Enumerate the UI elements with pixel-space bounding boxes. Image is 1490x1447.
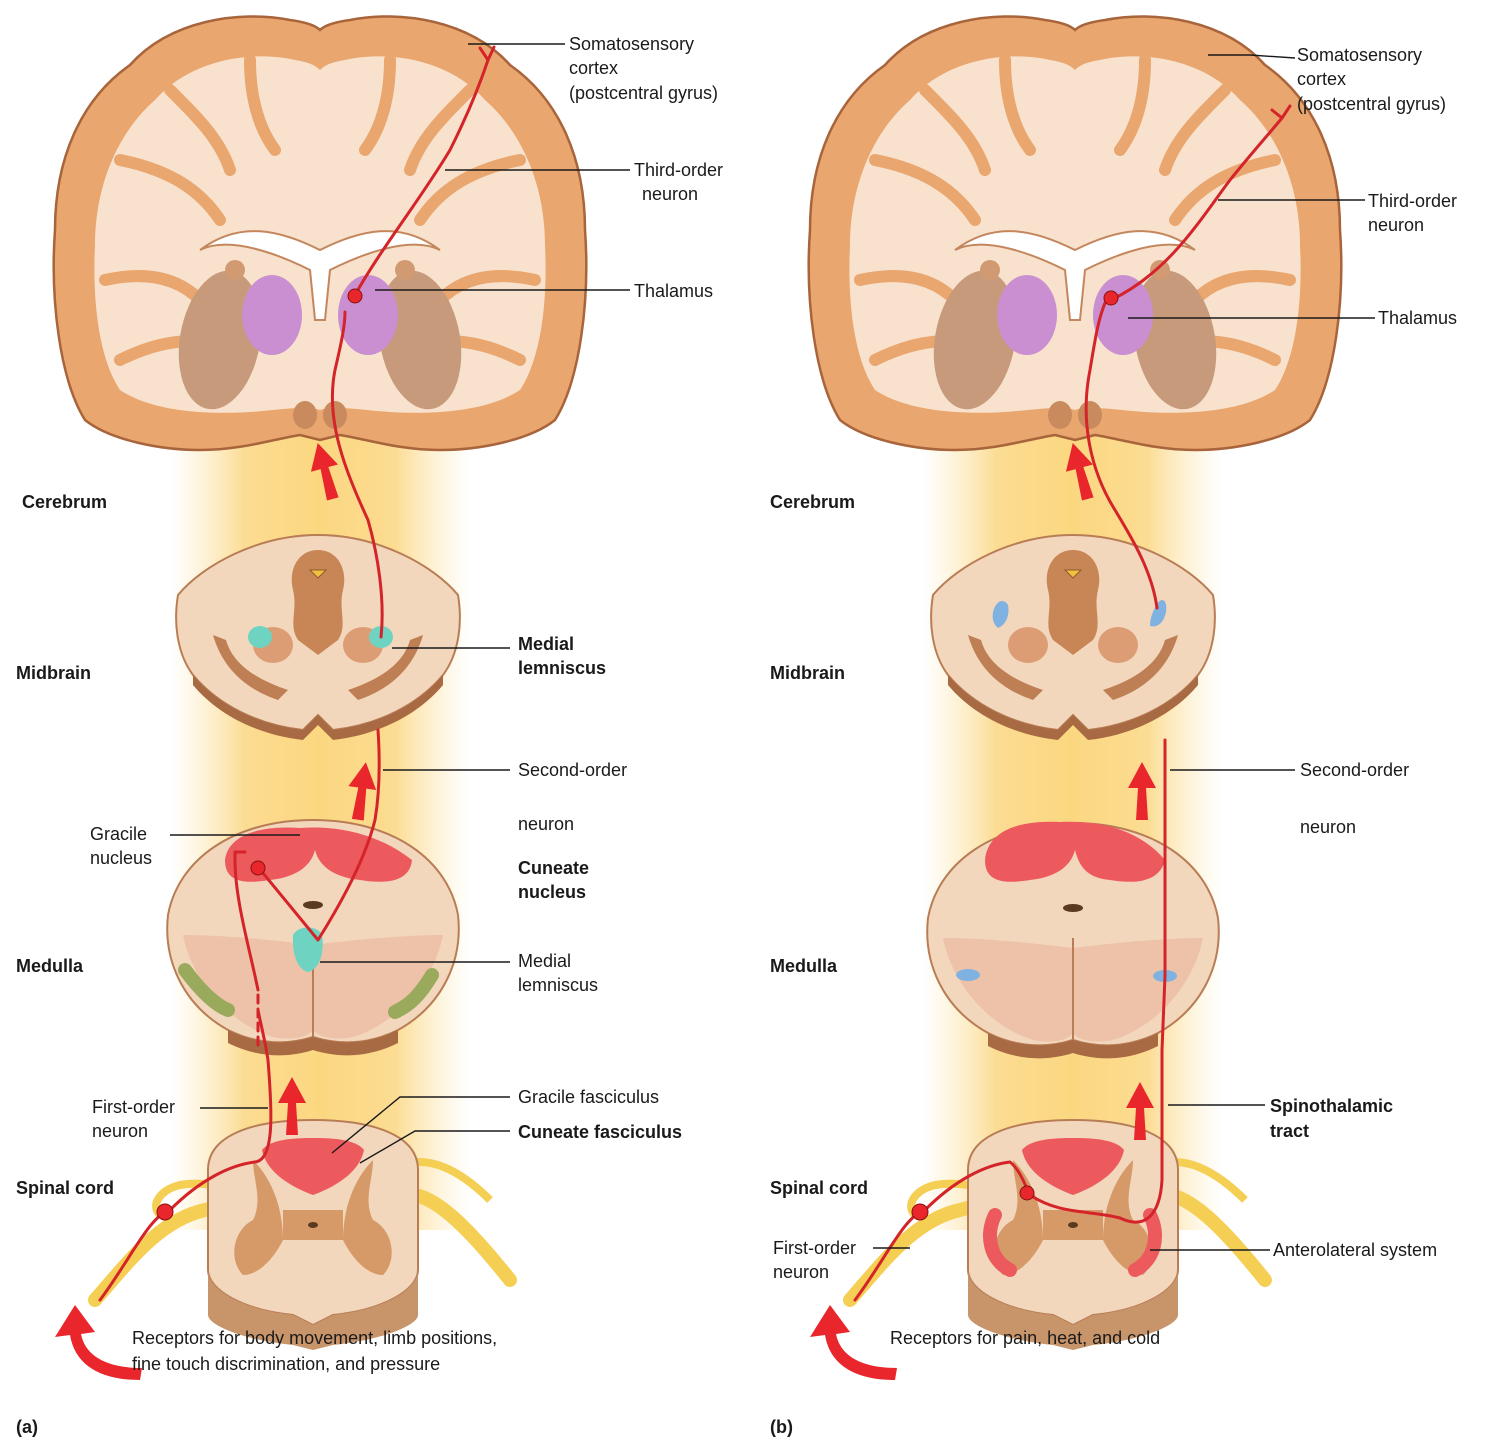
label-cuneate-nucleus-a-1: Cuneate xyxy=(518,858,589,878)
thalamus-synapse-b xyxy=(1104,291,1118,305)
label-third-order-a-1: Third-order xyxy=(634,160,723,180)
cerebrum-section-a xyxy=(54,16,587,450)
label-cuneate-nucleus-a-2: nucleus xyxy=(518,882,586,902)
label-spinothalamic-b-2: tract xyxy=(1270,1121,1309,1141)
label-first-order-b-1: First-order xyxy=(773,1238,856,1258)
label-second-order-b-1: Second-order xyxy=(1300,760,1409,780)
label-gracile-nucleus-a-2: nucleus xyxy=(90,848,152,868)
level-label-midbrain-a: Midbrain xyxy=(16,663,91,683)
level-label-cerebrum-a: Cerebrum xyxy=(22,492,107,512)
label-second-order-a-2: neuron xyxy=(518,814,574,834)
cerebrum-section-b xyxy=(809,16,1342,450)
label-somatosensory-a-2: cortex xyxy=(569,58,618,78)
receptor-arrow-a xyxy=(55,1305,142,1380)
label-third-order-b-2: neuron xyxy=(1368,215,1424,235)
ganglion-synapse-b xyxy=(912,1204,928,1220)
label-second-order-a-1: Second-order xyxy=(518,760,627,780)
level-label-midbrain-b: Midbrain xyxy=(770,663,845,683)
label-somatosensory-b-3: (postcentral gyrus) xyxy=(1297,94,1446,114)
level-label-cerebrum-b: Cerebrum xyxy=(770,492,855,512)
label-first-order-a-2: neuron xyxy=(92,1121,148,1141)
label-third-order-b-1: Third-order xyxy=(1368,191,1457,211)
label-somatosensory-b-1: Somatosensory xyxy=(1297,45,1422,65)
gracile-synapse-a xyxy=(251,861,265,875)
panel-label-b: (b) xyxy=(770,1417,793,1437)
label-receptors-b-1: Receptors for pain, heat, and cold xyxy=(890,1328,1160,1348)
label-medial-lemniscus-med-a-2: lemniscus xyxy=(518,975,598,995)
label-second-order-b-2: neuron xyxy=(1300,817,1356,837)
ganglion-synapse-a xyxy=(157,1204,173,1220)
label-spinothalamic-b-1: Spinothalamic xyxy=(1270,1096,1393,1116)
spinothalamic-medulla-b-left xyxy=(956,969,980,981)
medial-lemniscus-a-left xyxy=(248,626,272,648)
level-label-medulla-a: Medulla xyxy=(16,956,84,976)
label-somatosensory-a-1: Somatosensory xyxy=(569,34,694,54)
label-somatosensory-a-3: (postcentral gyrus) xyxy=(569,83,718,103)
panel-b: Cerebrum Midbrain Medulla Spinal cord So… xyxy=(770,16,1457,1437)
label-first-order-a-1: First-order xyxy=(92,1097,175,1117)
thalamus-synapse-a xyxy=(348,289,362,303)
panel-label-a: (a) xyxy=(16,1417,38,1437)
label-receptors-a-2: fine touch discrimination, and pressure xyxy=(132,1354,440,1374)
level-label-medulla-b: Medulla xyxy=(770,956,838,976)
label-gracile-fasciculus-a: Gracile fasciculus xyxy=(518,1087,659,1107)
level-label-spinal-cord-a: Spinal cord xyxy=(16,1178,114,1198)
label-medial-lemniscus-mid-a-2: lemniscus xyxy=(518,658,606,678)
label-receptors-a-1: Receptors for body movement, limb positi… xyxy=(132,1328,497,1348)
label-gracile-nucleus-a-1: Gracile xyxy=(90,824,147,844)
receptor-arrow-b xyxy=(810,1305,897,1380)
label-thalamus-a: Thalamus xyxy=(634,281,713,301)
level-label-spinal-cord-b: Spinal cord xyxy=(770,1178,868,1198)
label-medial-lemniscus-med-a-1: Medial xyxy=(518,951,571,971)
panel-a: Cerebrum Midbrain Medulla Spinal cord So… xyxy=(16,16,723,1437)
label-medial-lemniscus-mid-a-1: Medial xyxy=(518,634,574,654)
label-somatosensory-b-2: cortex xyxy=(1297,69,1346,89)
label-thalamus-b: Thalamus xyxy=(1378,308,1457,328)
dorsal-horn-synapse-b xyxy=(1020,1186,1034,1200)
label-cuneate-fasciculus-a: Cuneate fasciculus xyxy=(518,1122,682,1142)
label-third-order-a-2: neuron xyxy=(642,184,698,204)
label-anterolateral-b: Anterolateral system xyxy=(1273,1240,1437,1260)
label-first-order-b-2: neuron xyxy=(773,1262,829,1282)
